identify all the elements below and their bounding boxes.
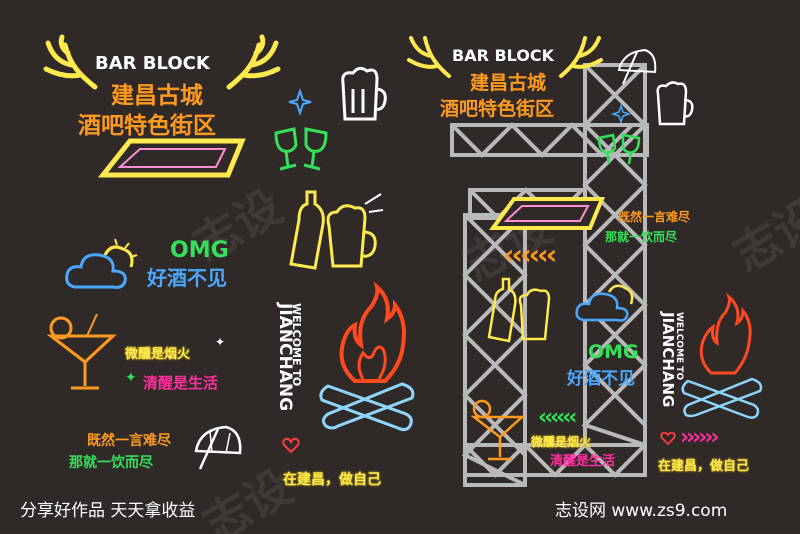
- fire-icon: [339, 281, 406, 383]
- cloud-sun-icon: [575, 284, 634, 322]
- chevron-arrow-icon: ››››››: [680, 425, 719, 450]
- title-line1-mockup: 建昌古城: [470, 72, 547, 94]
- footer-left-text: 分享好作品 天天拿收益: [20, 501, 196, 521]
- umbrella-icon: [194, 425, 242, 470]
- footer-right-text[interactable]: 志设网 www.zs9.com: [555, 501, 728, 521]
- omg-label-mockup: OMG: [588, 341, 639, 363]
- beer-mug-icon: [341, 66, 387, 121]
- antler-icon: [226, 34, 281, 90]
- title-line2-mockup: 酒吧特色街区: [440, 98, 555, 120]
- wine-glasses-icon: [597, 133, 641, 165]
- sparkle-icon: [610, 103, 632, 125]
- brand-title: BAR BLOCK: [95, 53, 210, 74]
- tagline-mockup: 在建昌，做自己: [658, 459, 750, 474]
- slogan2-mockup: 清醒是生活: [550, 454, 616, 469]
- omg-sub-label-mockup: 好酒不见: [567, 369, 635, 389]
- title-line2: 酒吧特色街区: [78, 113, 216, 139]
- beer-bottle-cheers-icon: [289, 190, 384, 270]
- antler-icon: [559, 36, 603, 78]
- welcome-label-mockup: WELCOME TO: [674, 312, 684, 381]
- slogan2: 清醒是生活: [143, 374, 219, 392]
- sparkle-icon: [288, 87, 312, 117]
- slogan4: 那就一饮而尽: [69, 455, 153, 471]
- chevron-arrow-icon: ‹‹‹‹‹‹: [503, 238, 557, 271]
- truss-structure: [450, 63, 649, 487]
- slogan3: 既然一言难尽: [87, 433, 171, 449]
- logs-icon: [681, 377, 763, 419]
- chevron-arrow-icon: ‹‹‹‹‹‹: [538, 405, 577, 430]
- cocktail-icon: [46, 313, 117, 390]
- watermark: 志设: [724, 189, 800, 282]
- heart-icon: [282, 437, 300, 454]
- fire-icon: [699, 292, 752, 375]
- cloud-sun-icon: [65, 238, 138, 289]
- slogan1-mockup: 微醺是烟火: [531, 435, 592, 449]
- title-line1: 建昌古城: [111, 83, 203, 109]
- slogan3-mockup: 既然一言难尽: [618, 210, 691, 224]
- logs-icon: [319, 382, 415, 432]
- sparkle-icon: ✦: [125, 370, 137, 386]
- neon-frame: [489, 197, 605, 230]
- slogan4-mockup: 那就一饮而尽: [605, 230, 678, 244]
- antler-icon: [43, 34, 98, 90]
- city-label-mockup: JIANCHANG: [659, 312, 677, 408]
- cocktail-icon: [470, 399, 526, 461]
- heart-icon: [660, 431, 676, 446]
- beer-mug-icon: [656, 81, 694, 126]
- welcome-label: WELCOME TO: [290, 303, 303, 387]
- umbrella-icon: [617, 48, 657, 85]
- brand-title-mockup: BAR BLOCK: [452, 46, 555, 65]
- slogan1: 微醺是烟火: [125, 347, 191, 362]
- wine-glasses-icon: [274, 127, 328, 171]
- omg-sub-label: 好酒不见: [147, 266, 227, 290]
- omg-label: OMG: [170, 238, 229, 263]
- city-label: JIANCHANG: [275, 303, 295, 412]
- tagline: 在建昌，做自己: [283, 472, 381, 488]
- antler-icon: [407, 36, 451, 78]
- neon-frame: [97, 138, 246, 178]
- beer-bottle-cheers-icon: [487, 277, 551, 343]
- sparkle-icon: ✦: [215, 335, 226, 349]
